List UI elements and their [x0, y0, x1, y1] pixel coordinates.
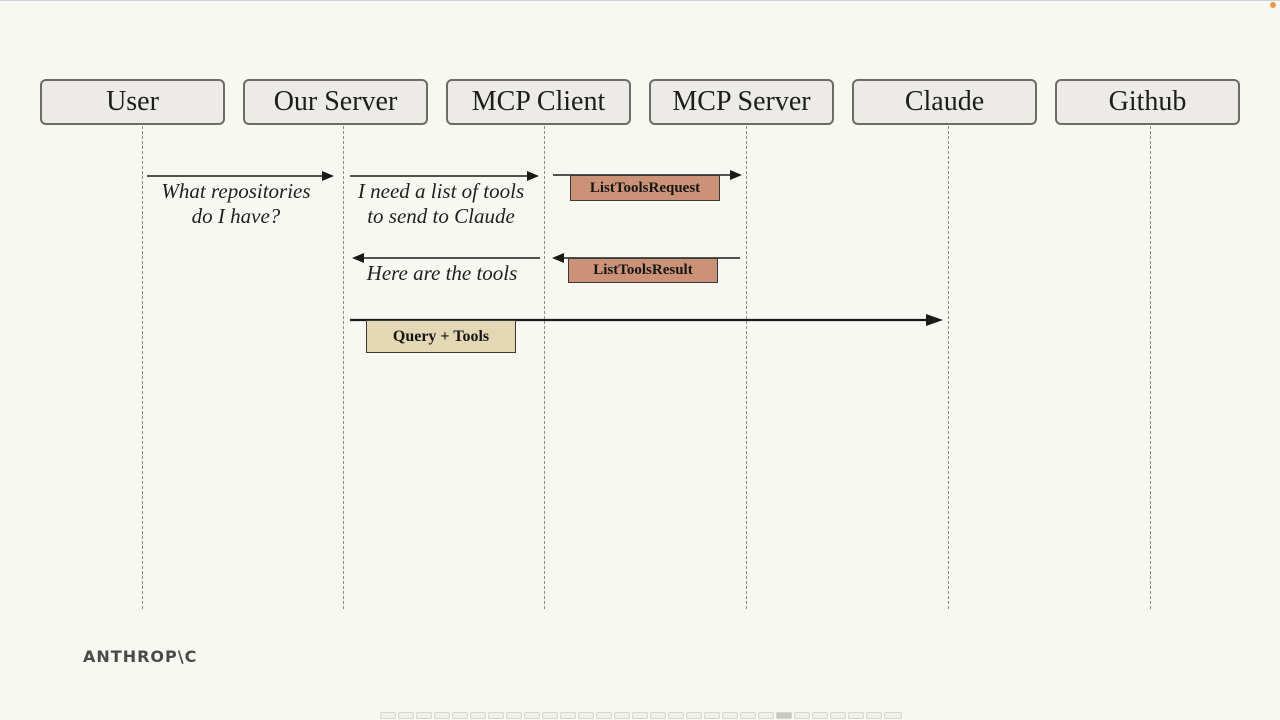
actor-mcp-client: MCP Client	[446, 79, 631, 125]
pager-thumb[interactable]	[650, 712, 666, 719]
pager-thumb[interactable]	[398, 712, 414, 719]
actor-mcp-server-label: MCP Server	[672, 86, 811, 117]
pager-thumb[interactable]	[524, 712, 540, 719]
message-user-query-line2: do I have?	[191, 204, 281, 228]
pager-thumb[interactable]	[434, 712, 450, 719]
pager-thumb[interactable]	[722, 712, 738, 719]
pager-thumb[interactable]	[542, 712, 558, 719]
message-here-are-tools-label: Here are the tools	[366, 261, 518, 285]
pager-thumb[interactable]	[794, 712, 810, 719]
message-tools-needed-line1: I need a list of tools	[357, 179, 525, 203]
anthropic-logo: ANTHROP\C	[83, 647, 198, 666]
query-tools-tag: Query + Tools	[366, 320, 516, 353]
list-tools-request-tag: ListToolsRequest	[570, 175, 720, 201]
lifeline-claude	[948, 126, 949, 609]
message-user-query-label: What repositories do I have?	[146, 179, 326, 229]
lifeline-github	[1150, 126, 1151, 609]
actor-our-server-label: Our Server	[273, 86, 398, 117]
actor-user: User	[40, 79, 225, 125]
actor-claude-label: Claude	[904, 86, 985, 117]
pager-thumb[interactable]	[668, 712, 684, 719]
pager-thumb[interactable]	[704, 712, 720, 719]
lifeline-user	[142, 126, 143, 609]
message-user-query-line1: What repositories	[161, 179, 311, 203]
actor-github: Github	[1055, 79, 1240, 125]
actor-mcp-server: MCP Server	[649, 79, 834, 125]
pager-thumb[interactable]	[416, 712, 432, 719]
pager-thumb[interactable]	[758, 712, 774, 719]
pager-thumb[interactable]	[380, 712, 396, 719]
arrow-our-server-to-mcp-client	[350, 171, 539, 181]
arrow-user-to-our-server	[147, 171, 334, 181]
actor-claude: Claude	[852, 79, 1037, 125]
pager-thumb[interactable]	[452, 712, 468, 719]
pager-thumb[interactable]	[560, 712, 576, 719]
slide-pager[interactable]	[380, 712, 902, 720]
pager-thumb[interactable]	[470, 712, 486, 719]
pager-thumb[interactable]	[830, 712, 846, 719]
pager-thumb[interactable]	[506, 712, 522, 719]
actor-mcp-client-label: MCP Client	[471, 86, 606, 117]
actor-github-label: Github	[1108, 86, 1187, 117]
pager-thumb[interactable]	[686, 712, 702, 719]
message-tools-needed-line2: to send to Claude	[367, 204, 515, 228]
pager-thumb[interactable]	[596, 712, 612, 719]
pager-thumb[interactable]	[776, 712, 792, 719]
actor-our-server: Our Server	[243, 79, 428, 125]
pager-thumb[interactable]	[848, 712, 864, 719]
pager-thumb[interactable]	[866, 712, 882, 719]
lifeline-our-server	[343, 126, 344, 609]
pager-thumb[interactable]	[812, 712, 828, 719]
message-tools-needed-label: I need a list of tools to send to Claude	[346, 179, 536, 229]
pager-thumb[interactable]	[614, 712, 630, 719]
lifeline-mcp-server	[746, 126, 747, 609]
pager-thumb[interactable]	[632, 712, 648, 719]
pager-thumb[interactable]	[578, 712, 594, 719]
actor-user-label: User	[106, 86, 159, 117]
arrow-mcp-client-to-our-server	[352, 253, 540, 263]
lifeline-mcp-client	[544, 126, 545, 609]
pager-thumb[interactable]	[740, 712, 756, 719]
pager-more[interactable]	[884, 712, 902, 719]
list-tools-result-tag: ListToolsResult	[568, 258, 718, 283]
status-dot	[1270, 2, 1276, 8]
pager-thumb[interactable]	[488, 712, 504, 719]
